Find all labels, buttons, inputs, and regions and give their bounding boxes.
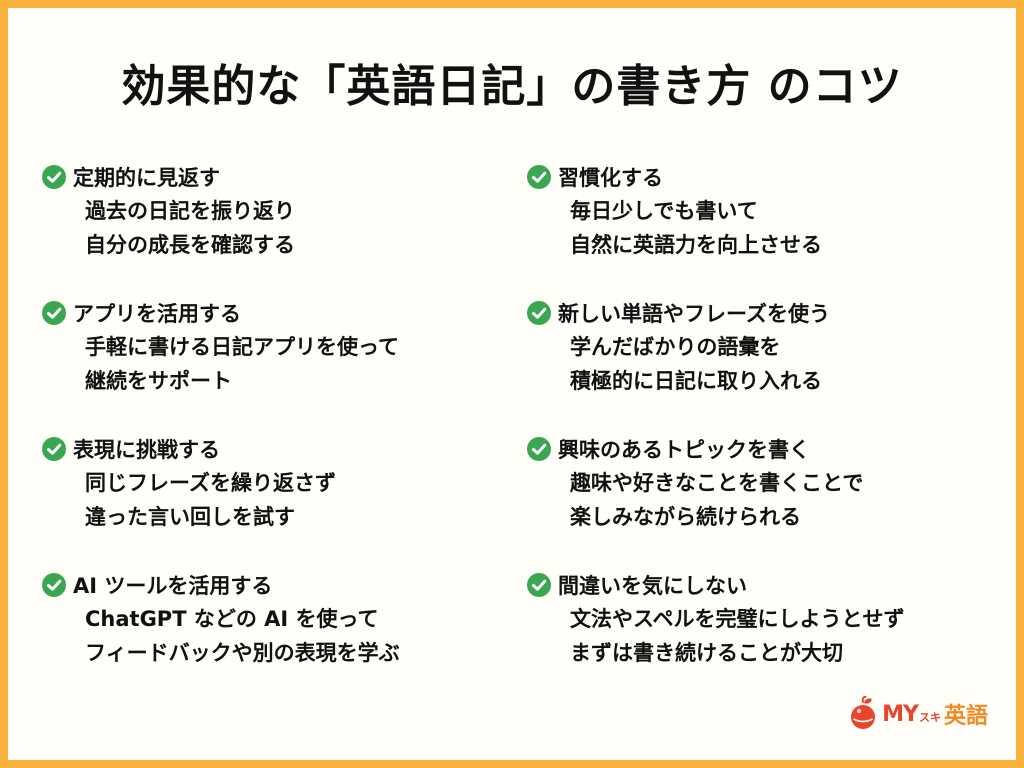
tip-item: 定期的に見返す 過去の日記を振り返り 自分の成長を確認する [41,160,501,296]
check-circle-icon [42,301,66,325]
tip-title: 間違いを気にしない [558,574,747,598]
tip-item: 間違いを気にしない 文法やスペルを完璧にしようとせず まずは書き続けることが大切 [526,568,986,704]
tip-item: アプリを活用する 手軽に書ける日記アプリを使って 継続をサポート [41,296,501,432]
tip-line: 継続をサポート [85,369,232,393]
tip-item: 表現に挑戦する 同じフレーズを繰り返さず 違った言い回しを試す [41,432,501,568]
check-circle-icon [42,573,66,597]
check-circle-icon [527,301,551,325]
check-circle-icon [42,437,66,461]
tip-line: 趣味や好きなことを書くことで [570,471,864,495]
tip-line: 過去の日記を振り返り [85,199,295,223]
brand-suki: スキ [918,711,941,724]
check-circle-icon [527,437,551,461]
tip-line: 同じフレーズを繰り返さず [85,471,336,495]
tip-item: 新しい単語やフレーズを使う 学んだばかりの語彙を 積極的に日記に取り入れる [526,296,986,432]
check-circle-icon [42,165,66,189]
brand-eigo: 英語 [943,704,988,729]
tip-item: 習慣化する 毎日少しでも書いて 自然に英語力を向上させる [526,160,986,296]
brand-my: MY [882,701,919,727]
tip-line: 積極的に日記に取り入れる [570,369,822,393]
tip-line: 手軽に書ける日記アプリを使って [85,335,399,359]
check-circle-icon [527,573,551,597]
tip-line: 毎日少しでも書いて [570,199,758,223]
tip-line: 自然に英語力を向上させる [570,233,822,257]
tip-title: 習慣化する [558,166,663,190]
tip-line: ChatGPT などの AI を使って [85,607,379,631]
tip-item: 興味のあるトピックを書く 趣味や好きなことを書くことで 楽しみながら続けられる [526,432,986,568]
tip-line: 学んだばかりの語彙を [570,335,781,359]
apple-logo-icon [851,696,876,729]
tip-line: 楽しみながら続けられる [570,505,801,529]
tip-line: 文法やスペルを完璧にしようとせず [570,607,905,631]
tips-column-left: 定期的に見返す 過去の日記を振り返り 自分の成長を確認する アプリを活用する 手… [41,160,501,704]
tip-title: AI ツールを活用する [73,574,273,598]
tip-title: 定期的に見返す [73,166,220,190]
page-title: 効果的な「英語日記」の書き方 のコツ [121,61,903,112]
tip-title: 表現に挑戦する [73,438,220,462]
tip-line: フィードバックや別の表現を学ぶ [85,641,400,665]
tip-item: AI ツールを活用する ChatGPT などの AI を使って フィードバックや… [41,568,501,704]
tip-title: アプリを活用する [73,302,241,326]
tip-line: まずは書き続けることが大切 [570,641,843,665]
tip-title: 新しい単語やフレーズを使う [558,302,830,326]
tip-line: 自分の成長を確認する [85,233,295,257]
tip-line: 違った言い回しを試す [85,505,295,529]
brand-logo[interactable]: MY スキ 英語 [848,694,988,734]
tips-column-right: 習慣化する 毎日少しでも書いて 自然に英語力を向上させる 新しい単語やフレーズを… [526,160,986,704]
tip-title: 興味のあるトピックを書く [558,438,810,462]
check-circle-icon [527,165,551,189]
